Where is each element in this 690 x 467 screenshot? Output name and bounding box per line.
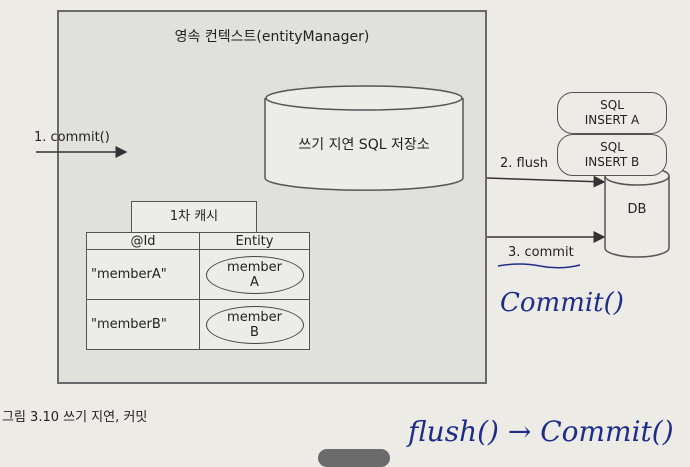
cache-id-cell: "memberB" <box>86 299 200 350</box>
first-level-cache-table: @Id Entity "memberA" member A "memberB" … <box>86 232 310 350</box>
cache-entity-cell: member B <box>199 299 310 350</box>
sql-insert-b-box: SQL INSERT B <box>557 134 667 176</box>
cache-id-cell: "memberA" <box>86 249 200 300</box>
sql-statement: INSERT B <box>584 155 640 169</box>
table-row: "memberA" member A <box>86 249 310 300</box>
entity-suffix: A <box>250 274 259 290</box>
handwritten-commit-note: Commit() <box>500 288 624 318</box>
entity-suffix: B <box>250 324 259 340</box>
entity-oval: member A <box>205 255 304 294</box>
sql-keyword: SQL <box>600 98 624 112</box>
sql-store-cylinder <box>264 85 464 191</box>
handwritten-bottom-note: flush() → Commit() <box>408 415 674 448</box>
sql-store-label: 쓰기 지연 SQL 저장소 <box>298 137 430 153</box>
sql-statement: INSERT A <box>584 113 640 127</box>
figure-caption: 그림 3.10 쓰기 지연, 커밋 <box>2 410 148 425</box>
entity-oval: member B <box>205 305 304 344</box>
table-row: "memberB" member B <box>86 299 310 350</box>
underline-scribble <box>497 263 581 269</box>
sql-insert-a-box: SQL INSERT A <box>557 92 667 134</box>
entity-name: member <box>227 309 282 325</box>
commit-label: 3. commit <box>508 245 574 260</box>
first-level-cache-tab: 1차 캐시 <box>131 201 257 233</box>
page-indicator-pill <box>318 449 390 467</box>
entity-name: member <box>227 259 282 275</box>
commit-in-label: 1. commit() <box>34 130 110 145</box>
cache-header-entity: Entity <box>199 232 310 250</box>
flush-arrow <box>486 175 606 188</box>
db-label: DB <box>627 202 647 217</box>
sql-keyword: SQL <box>600 140 624 154</box>
context-title: 영속 컨텍스트(entityManager) <box>174 29 370 45</box>
flush-label: 2. flush <box>500 156 548 171</box>
cache-entity-cell: member A <box>199 249 310 300</box>
